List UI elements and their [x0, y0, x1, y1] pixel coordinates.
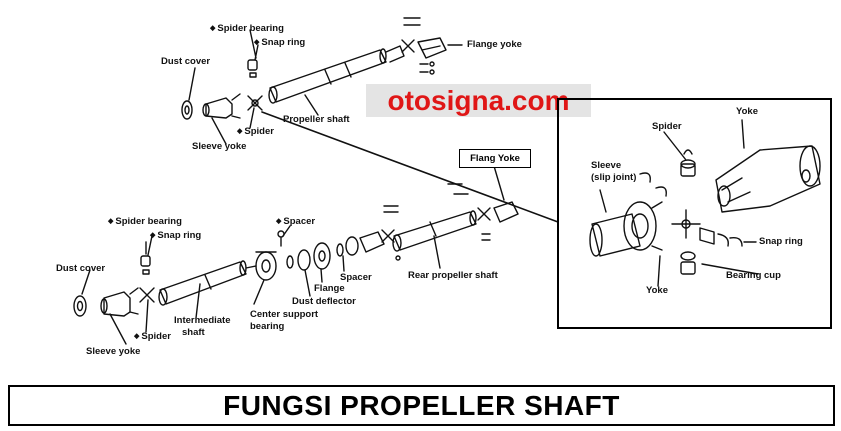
label-bottom-intermediate-1: Intermediate	[174, 315, 231, 326]
label-inset-sleeve-2: (slip joint)	[591, 172, 637, 183]
label-inset-snap-ring: Snap ring	[759, 236, 803, 247]
label-bottom-sleeve-yoke: Sleeve yoke	[86, 346, 141, 357]
label-top-propeller-shaft: Propeller shaft	[283, 114, 350, 125]
label-bottom-dust-deflector: Dust deflector	[292, 296, 356, 307]
label-bottom-spacer-top: Spacer	[276, 216, 315, 228]
label-inset-sleeve-1: Sleeve	[591, 160, 622, 171]
label-bottom-intermediate-2: shaft	[182, 327, 205, 338]
label-top-snap-ring: Snap ring	[254, 37, 305, 49]
label-bottom-spider: Spider	[134, 331, 171, 343]
label-bottom-center-support-1: Center support	[250, 309, 319, 320]
watermark: otosigna.com	[366, 84, 591, 117]
label-bottom-center-support-2: bearing	[250, 321, 285, 332]
label-top-spider: Spider	[237, 126, 274, 138]
label-bottom-rear-propeller-shaft: Rear propeller shaft	[408, 270, 498, 281]
label-top-sleeve-yoke: Sleeve yoke	[192, 141, 247, 152]
label-bottom-dust-cover: Dust cover	[56, 263, 106, 274]
inset-drawing	[589, 119, 821, 287]
label-bottom-spider-bearing: Spider bearing	[108, 216, 182, 228]
label-flang-yoke: Flang Yoke	[459, 149, 531, 168]
bottom-assembly-drawing	[73, 165, 519, 345]
label-bottom-spacer: Spacer	[340, 272, 372, 283]
label-top-spider-bearing: Spider bearing	[210, 23, 284, 35]
label-bottom-snap-ring: Snap ring	[150, 230, 201, 242]
page-title: FUNGSI PROPELLER SHAFT	[223, 390, 620, 421]
label-bottom-flange: Flange	[314, 283, 345, 294]
top-assembly-drawing	[181, 17, 463, 145]
title-box: FUNGSI PROPELLER SHAFT	[8, 385, 835, 426]
label-inset-bearing-cup: Bearing cup	[726, 270, 781, 281]
label-inset-yoke-top: Yoke	[736, 106, 759, 117]
inset-detail-box	[557, 98, 832, 329]
label-inset-yoke-bottom: Yoke	[646, 285, 669, 296]
label-top-flange-yoke: Flange yoke	[467, 39, 522, 50]
label-inset-spider: Spider	[652, 121, 682, 132]
label-top-dust-cover: Dust cover	[161, 56, 211, 67]
